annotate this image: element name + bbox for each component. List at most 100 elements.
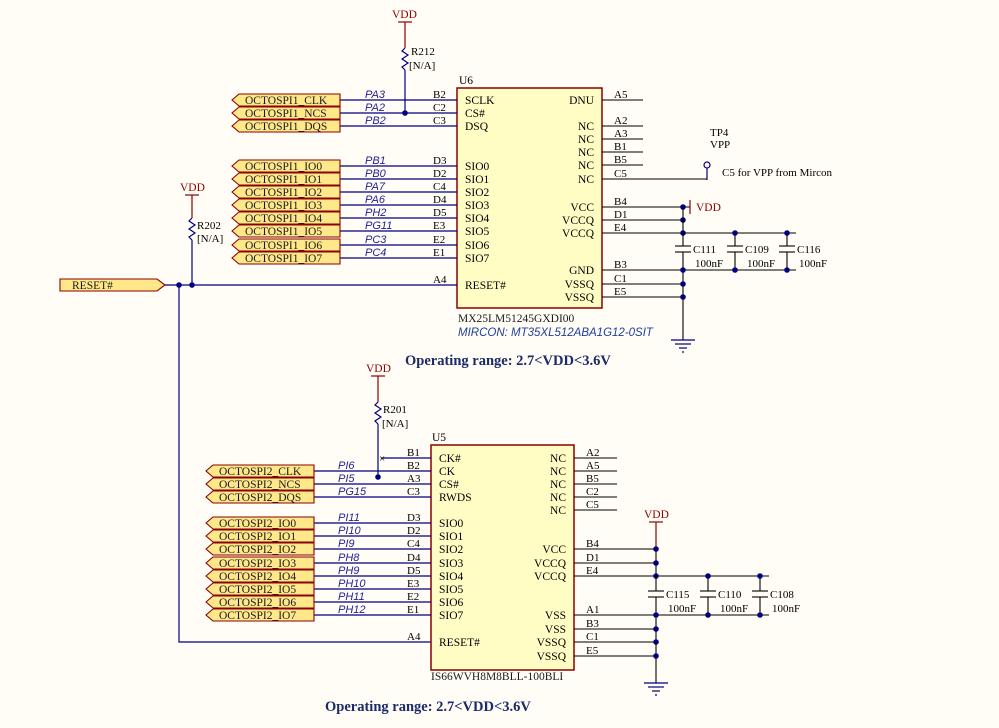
u6-cap-junction bbox=[732, 267, 738, 273]
u5-cap-junction bbox=[757, 573, 763, 579]
u5-rpin-num: A2 bbox=[586, 447, 599, 459]
u6-port[interactable] bbox=[231, 119, 341, 133]
u6-port[interactable] bbox=[231, 211, 341, 225]
tp4-icon[interactable] bbox=[703, 161, 711, 169]
u5-vdd-label: VDD bbox=[644, 509, 669, 521]
u5-pin-num: D3 bbox=[407, 512, 421, 524]
u6-right-pins: A5DNUA2NCA3NCB1NCB5NCC5NCB4VCCD1VCCQE4VC… bbox=[562, 89, 707, 304]
u5-port-label: OCTOSPI2_NCS bbox=[219, 479, 301, 491]
u6-net-label: PB2 bbox=[365, 115, 386, 127]
u5-rpin-num: B3 bbox=[586, 618, 599, 630]
u6-port[interactable] bbox=[231, 198, 341, 212]
u6-gnd-junction-1 bbox=[680, 267, 686, 273]
u5-port[interactable] bbox=[205, 608, 315, 622]
u6-cap-ref: C111 bbox=[693, 244, 716, 256]
u5-port-label: OCTOSPI2_IO4 bbox=[219, 571, 296, 583]
u5-port[interactable] bbox=[205, 529, 315, 543]
u5-operating-range: Operating range: 2.7<VDD<3.6V bbox=[325, 699, 531, 715]
u5-rpin-name: VCCQ bbox=[534, 558, 567, 570]
u5-rpin-name: NC bbox=[550, 505, 566, 517]
r201-symbol bbox=[373, 401, 383, 425]
u5-pin-num: A4 bbox=[407, 631, 421, 643]
u5-cap-ref: C110 bbox=[718, 589, 742, 601]
u6-port[interactable] bbox=[231, 106, 341, 120]
u6-pin-name: SIO6 bbox=[465, 240, 490, 252]
reset-port-label: RESET# bbox=[72, 280, 113, 292]
u5-port[interactable] bbox=[205, 582, 315, 596]
u5-pin-num: E3 bbox=[407, 578, 420, 590]
u5-port[interactable] bbox=[205, 542, 315, 556]
u5-gnd-junction-2 bbox=[653, 626, 659, 632]
u5-net-label: PI10 bbox=[338, 525, 362, 537]
u5-rpin-num: A1 bbox=[586, 604, 599, 616]
u5-rpin-num: C2 bbox=[586, 486, 599, 498]
u6-port[interactable] bbox=[231, 93, 341, 107]
r212-value: [N/A] bbox=[409, 60, 435, 72]
u5-right-pins: A2NCA5NCB5NCC2NCC5NCB4VCCD1VCCQE4VCCQA1V… bbox=[534, 447, 656, 663]
u5-pin-num: E1 bbox=[407, 604, 419, 616]
u5-rpin-num: E4 bbox=[586, 565, 599, 577]
u6-port[interactable] bbox=[231, 251, 341, 265]
u5-cap-junction bbox=[705, 612, 711, 618]
u5-net-label: PI11 bbox=[338, 512, 360, 524]
u5-pin-name: RESET# bbox=[439, 637, 480, 649]
u5-body[interactable] bbox=[430, 444, 575, 671]
u6-rpin-name: VCC bbox=[570, 202, 594, 214]
u5-port[interactable] bbox=[205, 569, 315, 583]
u6-rpin-num: E5 bbox=[614, 286, 627, 298]
u6-net-label: PA7 bbox=[365, 181, 386, 193]
r212-ref: R212 bbox=[411, 46, 435, 58]
u5-cap-junction bbox=[705, 573, 711, 579]
u6-cap-junction bbox=[732, 230, 738, 236]
u5-port[interactable] bbox=[205, 556, 315, 570]
r202-symbol bbox=[187, 217, 197, 241]
u6-port-label: OCTOSPI1_IO3 bbox=[245, 200, 322, 212]
u5-pin-name: CK# bbox=[439, 453, 461, 465]
tp4-value: VPP bbox=[710, 139, 730, 151]
reset-port[interactable] bbox=[59, 278, 166, 292]
u6-port-label: OCTOSPI1_IO4 bbox=[245, 213, 322, 225]
u6-net-label: PC4 bbox=[365, 247, 386, 259]
u5-vdd-junction-1 bbox=[653, 546, 659, 552]
u5-pin-name: CS# bbox=[439, 479, 459, 491]
u6-rpin-num: B1 bbox=[614, 141, 627, 153]
u6-net-label: PC3 bbox=[365, 234, 387, 246]
r202-ref: R202 bbox=[197, 220, 221, 232]
u5-pin-name: SIO6 bbox=[439, 597, 464, 609]
u6-port[interactable] bbox=[231, 159, 341, 173]
u6-pin-num: D4 bbox=[433, 194, 447, 206]
u5-rpin-num: B4 bbox=[586, 538, 599, 550]
u5-port-label: OCTOSPI2_IO6 bbox=[219, 597, 296, 609]
u5-pin-num: D4 bbox=[407, 552, 421, 564]
tp4-ref: TP4 bbox=[710, 127, 729, 139]
u5-port-label: OCTOSPI2_IO0 bbox=[219, 518, 296, 530]
u6-pin-name: SIO1 bbox=[465, 174, 490, 186]
u6-port[interactable] bbox=[231, 172, 341, 186]
r201-value: [N/A] bbox=[382, 418, 408, 430]
u6-body[interactable] bbox=[456, 87, 603, 309]
u5-vdd-junction-2 bbox=[653, 560, 659, 566]
u5-port[interactable] bbox=[205, 595, 315, 609]
u5-port[interactable] bbox=[205, 490, 315, 504]
u6-pin-num: C3 bbox=[433, 115, 446, 127]
u5-net-label: PH12 bbox=[338, 604, 366, 616]
u5-pin-num: E2 bbox=[407, 591, 419, 603]
u5-part: IS66WVH8M8BLL-100BLI bbox=[431, 671, 563, 683]
u5-port[interactable] bbox=[205, 516, 315, 530]
u5-gnd-junction-4 bbox=[653, 653, 659, 659]
u6-port-label: OCTOSPI1_CLK bbox=[245, 95, 328, 107]
u6-rpin-num: D1 bbox=[614, 209, 627, 221]
u6-pin-name: CS# bbox=[465, 108, 485, 120]
u5-ground-icon bbox=[644, 682, 668, 696]
u6-port[interactable] bbox=[231, 185, 341, 199]
u6-port[interactable] bbox=[231, 224, 341, 238]
u6-port[interactable] bbox=[231, 238, 341, 252]
u6-rpin-name: NC bbox=[578, 134, 594, 146]
u5-port[interactable] bbox=[205, 464, 315, 478]
u6-net-label: PH2 bbox=[365, 207, 386, 219]
u5-port[interactable] bbox=[205, 477, 315, 491]
r202-value: [N/A] bbox=[197, 233, 223, 245]
